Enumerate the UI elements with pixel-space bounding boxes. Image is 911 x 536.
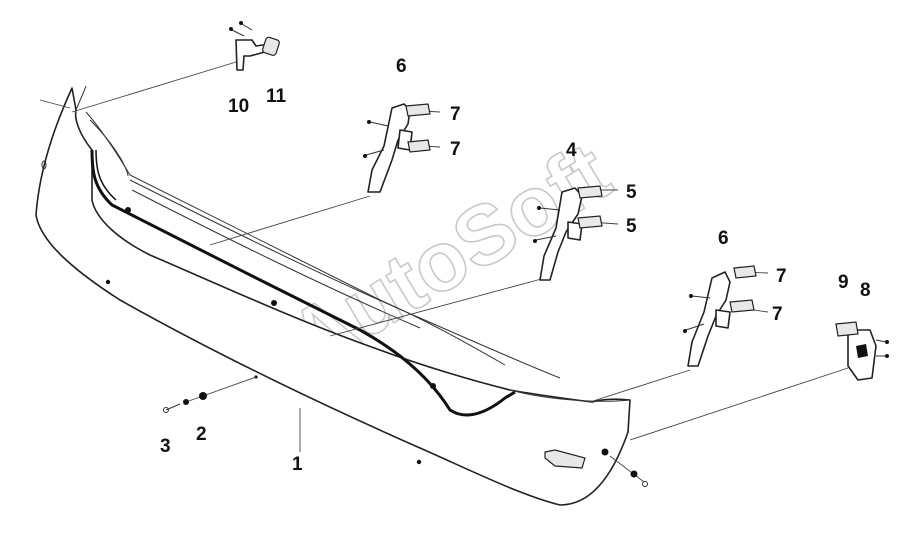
callout-3: 3 [160,436,171,457]
callout-8: 8 [860,280,871,301]
callout-1: 1 [292,454,303,475]
callout-6-left: 6 [396,56,407,77]
callout-2: 2 [196,424,207,445]
callout-11: 11 [266,86,287,107]
callout-7-upper-left: 7 [450,104,461,125]
callout-5-lower: 5 [626,216,637,237]
bracket-6-right [683,265,757,367]
callout-6-right: 6 [718,228,729,249]
bracket-6-left [363,103,431,193]
callout-9: 9 [838,272,849,293]
bracket-4 [533,185,603,281]
callout-10: 10 [228,96,249,117]
callout-5-upper: 5 [626,182,637,203]
bracket-10 [229,21,280,71]
callout-7-lower-right: 7 [772,304,783,325]
callout-labels: 1 2 3 4 5 5 6 6 7 7 7 7 8 9 10 11 [160,56,871,475]
callout-7-upper-right: 7 [776,266,787,287]
bracket-8 [835,321,889,381]
fasteners-2-3 [163,392,207,413]
callout-7-lower-left: 7 [450,139,461,160]
fastener-lower-right [609,455,648,487]
bumper-cover [35,85,631,506]
callout-4: 4 [566,140,577,161]
